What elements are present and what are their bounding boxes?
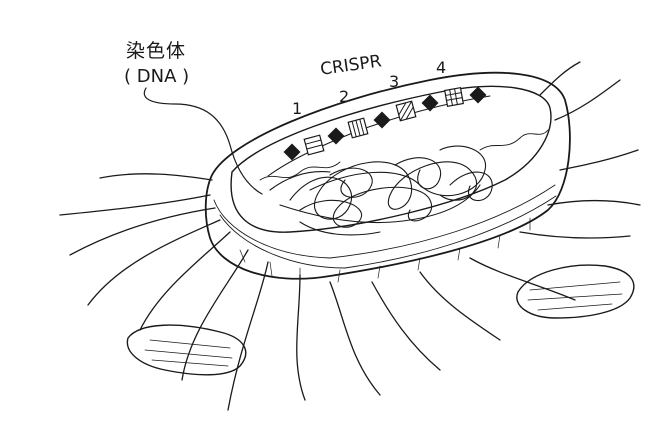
spacer-number-3: 3 <box>389 72 400 91</box>
spacer-number-4: 4 <box>436 58 447 77</box>
repeat-diamond <box>373 111 391 129</box>
cell-body <box>204 71 571 283</box>
spacer-number-1: 1 <box>292 99 303 118</box>
chromosome-dna <box>259 129 549 236</box>
flagella <box>59 61 641 411</box>
repeat-diamond <box>469 86 487 104</box>
chromosome-label: 染色体 <box>126 40 187 62</box>
repeat-diamond <box>421 94 439 112</box>
spacer-square-3 <box>395 100 417 122</box>
spacer-square-2 <box>347 117 369 139</box>
spacer-number-2: 2 <box>339 87 350 106</box>
spacer-square-4 <box>444 87 464 107</box>
chromosome-leader-line <box>143 87 263 195</box>
repeat-diamond <box>327 127 345 145</box>
spacer-square-1 <box>303 134 325 156</box>
cell-shadow-left <box>126 324 247 376</box>
cell-shadow-right <box>516 264 635 319</box>
dna-label: ( DNA ) <box>124 66 190 87</box>
